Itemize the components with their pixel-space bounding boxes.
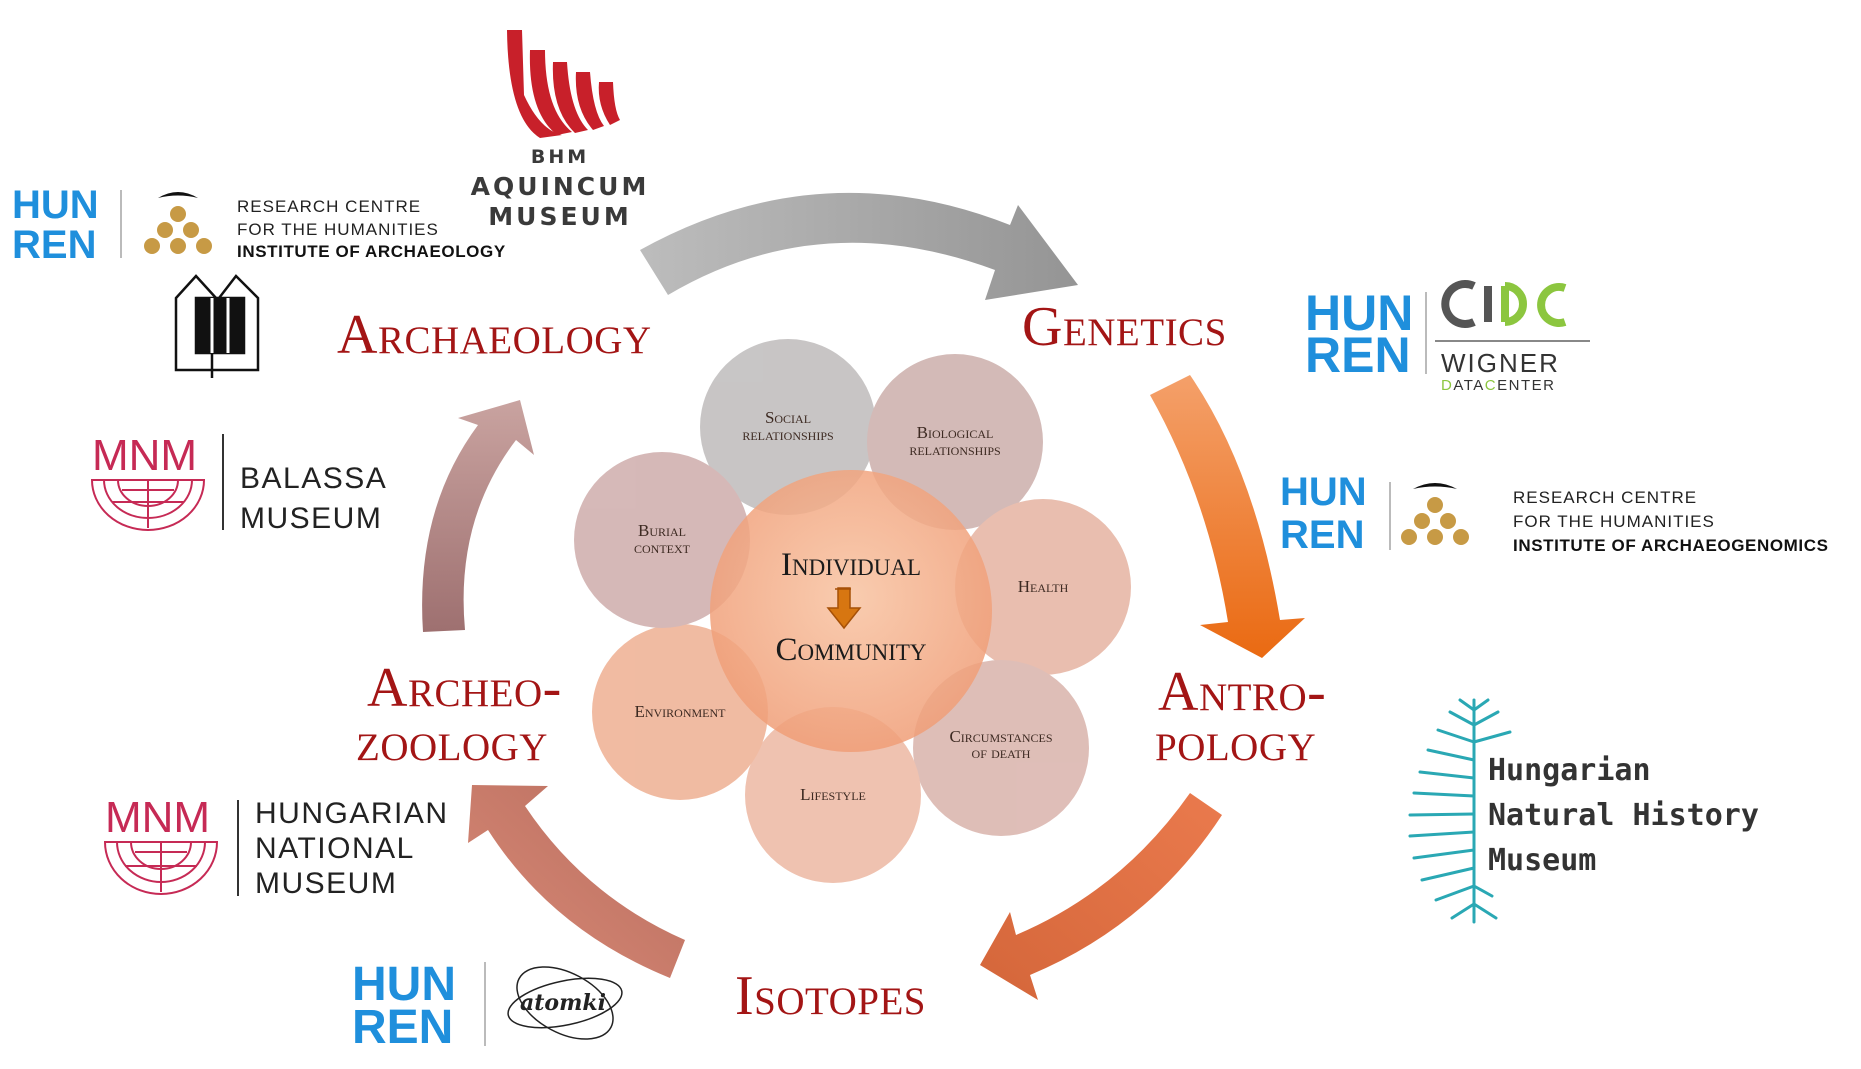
circle-label-circumstances-of-death-2: of death — [972, 743, 1031, 762]
label-antropology-line2: pology — [1155, 711, 1316, 773]
circle-label-environment: Environment — [634, 702, 726, 721]
hunren-hun: HUN — [12, 183, 99, 227]
arrow-archeozoology-to-archaeology — [422, 400, 534, 632]
wigner-dc-icon — [1441, 280, 1567, 328]
hunren-divider — [120, 190, 122, 258]
mnm-national-divider — [237, 800, 239, 896]
mnm-national-line1: HUNGARIAN — [255, 797, 449, 830]
hunren-arch-line1: RESEARCH CENTRE — [237, 197, 421, 216]
hunren-archaeogenomics-logo: HUN REN RESEARCH CENTRE FOR THE HUMANITI… — [1280, 470, 1829, 557]
atomki-orbit-icon — [507, 966, 623, 1040]
bhm-line1: BHM — [531, 146, 589, 168]
mnm-national-line2: NATIONAL — [255, 832, 415, 865]
hunren-genomics-hun: HUN — [1280, 470, 1367, 514]
label-archeozoology-line1: Archeo- — [367, 657, 562, 719]
hunren-atomki-logo: HUN REN atomki — [352, 958, 623, 1054]
mnm-national-mnm: MNM — [105, 793, 210, 842]
nhm-line1: Hungarian — [1488, 753, 1651, 788]
hunren-genomics-line1: RESEARCH CENTRE — [1513, 488, 1697, 507]
circle-label-social-relationships-1: Social — [765, 408, 811, 427]
arrow-isotopes-to-archeozoology — [468, 785, 685, 978]
mnm-ornament-icon — [90, 479, 206, 531]
down-arrow-icon — [826, 587, 862, 630]
rch-gold-icon — [1401, 483, 1469, 545]
circle-lifestyle — [745, 707, 921, 883]
atomki-text: atomki — [520, 990, 606, 1016]
mnm-balassa-line2: MUSEUM — [240, 502, 382, 535]
hunren-wigner-ren: REN — [1305, 327, 1411, 383]
hunren-genomics-ren: REN — [1280, 513, 1364, 557]
hunren-wigner-logo: HUN REN WIGNER DATACENTER — [1305, 280, 1590, 394]
natural-history-museum-logo: Hungarian Natural History Museum — [1408, 698, 1759, 924]
center-label-individual: Individual — [781, 547, 921, 583]
bhm-aquincum-logo: BHM AQUINCUM MUSEUM — [471, 30, 650, 231]
mnm-ornament-icon — [103, 841, 219, 895]
label-isotopes: Isotopes — [735, 965, 926, 1027]
hunren-archaeology-logo: HUN REN RESEARCH CENTRE FOR THE HUMANITI… — [12, 183, 506, 267]
wigner-line2: DATACENTER — [1441, 377, 1555, 394]
hunren-genomics-divider — [1389, 482, 1391, 550]
hunren-arch-line3: INSTITUTE OF ARCHAEOLOGY — [237, 242, 506, 261]
label-genetics: Genetics — [1022, 296, 1227, 358]
circle-label-biological-relationships-2: relationships — [909, 440, 1000, 459]
mnm-national-logo: MNM HUNGARIAN NATIONAL MUSEUM — [103, 793, 449, 900]
hunren-atomki-ren: REN — [352, 1001, 453, 1054]
label-archeozoology-line2: zoology — [356, 711, 548, 773]
circle-label-circumstances-of-death-1: Circumstances — [949, 727, 1052, 746]
circle-health — [955, 499, 1131, 675]
rch-gold-icon — [144, 192, 212, 254]
nhm-line3: Museum — [1488, 843, 1596, 878]
bhm-flame-icon — [507, 30, 620, 138]
mnm-balassa-line1: BALASSA — [240, 462, 387, 495]
mnm-balassa-logo: MNM BALASSA MUSEUM — [90, 431, 387, 535]
hunren-atomki-divider — [484, 962, 486, 1046]
wigner-underline — [1435, 340, 1590, 342]
circle-social-relationships — [700, 339, 876, 515]
outer-circles — [574, 339, 1131, 883]
circle-label-burial-context-2: context — [634, 538, 691, 557]
circle-label-social-relationships-2: relationships — [742, 425, 833, 444]
center-label-community: Community — [775, 632, 926, 668]
bhm-line2: AQUINCUM — [471, 172, 650, 201]
nhm-line2: Natural History — [1488, 798, 1759, 833]
hunren-atomki-hun: HUN — [352, 958, 456, 1011]
arrow-archaeology-to-genetics — [640, 192, 1078, 300]
circle-label-burial-context-1: Burial — [638, 521, 686, 540]
circle-label-health: Health — [1018, 577, 1069, 596]
hunren-ren: REN — [12, 223, 96, 267]
mnm-national-line3: MUSEUM — [255, 867, 397, 900]
hunren-genomics-line3: INSTITUTE OF ARCHAEOGENOMICS — [1513, 536, 1829, 555]
circle-label-lifestyle: Lifestyle — [800, 785, 866, 804]
wigner-line1: WIGNER — [1441, 348, 1560, 378]
bhm-line3: MUSEUM — [488, 202, 631, 231]
building-outline-icon — [174, 274, 260, 378]
circle-circumstances-of-death — [913, 660, 1089, 836]
arrow-antropology-to-isotopes — [980, 793, 1222, 1000]
hunren-arch-line2: FOR THE HUMANITIES — [237, 220, 439, 239]
hunren-wigner-divider — [1425, 292, 1427, 374]
mnm-balassa-mnm: MNM — [92, 431, 197, 480]
label-archaeology: Archaeology — [337, 304, 652, 366]
mnm-balassa-divider — [222, 434, 224, 530]
hunren-genomics-line2: FOR THE HUMANITIES — [1513, 512, 1715, 531]
circle-label-biological-relationships-1: Biological — [917, 423, 994, 442]
circle-burial-context — [574, 452, 750, 628]
arrow-genetics-to-antropology — [1150, 375, 1305, 658]
hunren-wigner-hun: HUN — [1305, 285, 1413, 341]
label-antropology-line1: Antro- — [1158, 661, 1326, 723]
fern-leaf-icon — [1408, 698, 1512, 924]
